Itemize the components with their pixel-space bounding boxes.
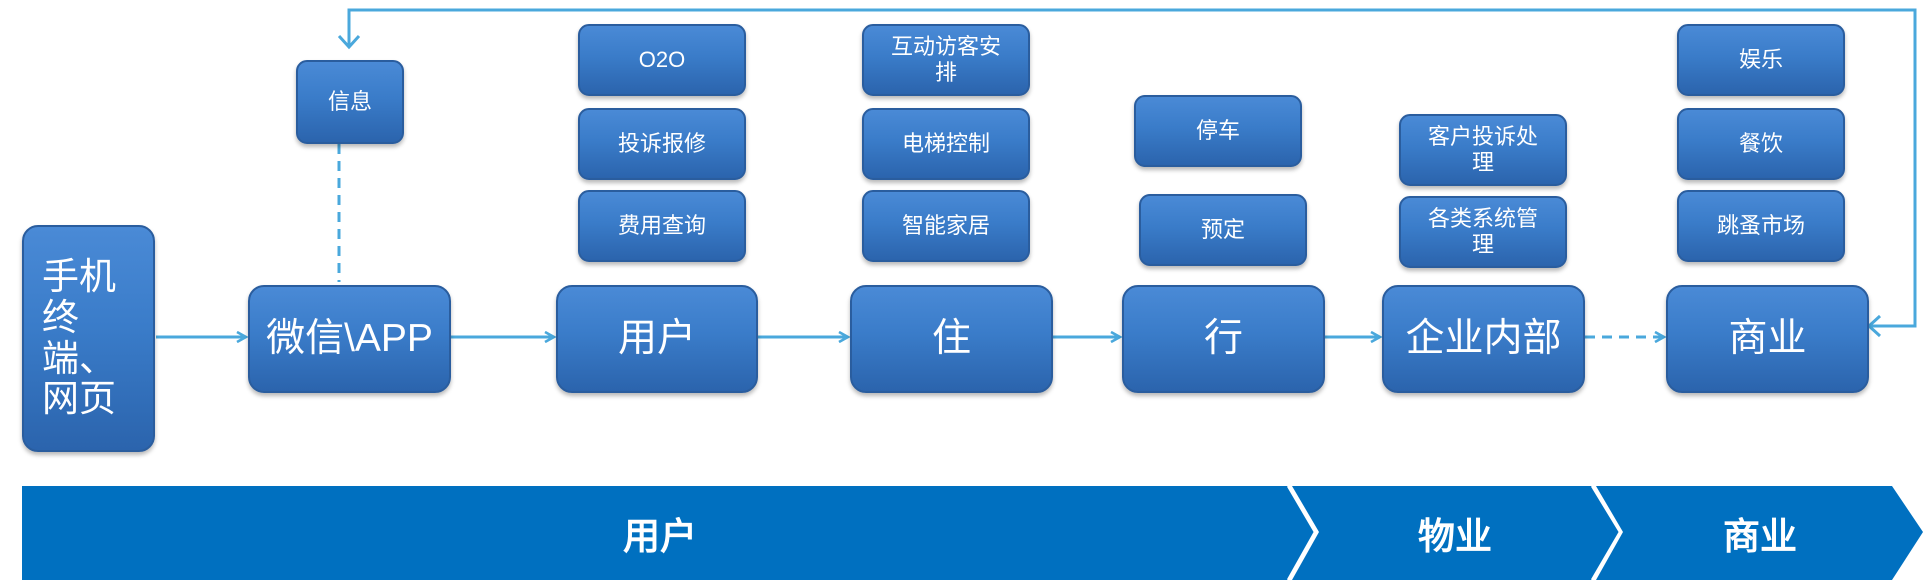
smart-home-box[interactable]: 智能家居 — [862, 190, 1030, 262]
elevator-control-box[interactable]: 电梯控制 — [862, 108, 1030, 180]
feedback-loop-head-top — [337, 34, 361, 50]
o2o-box[interactable]: O2O — [578, 24, 746, 96]
flea-market-box[interactable]: 跳蚤市场 — [1677, 190, 1845, 262]
complaint-repair-box[interactable]: 投诉报修 — [578, 108, 746, 180]
visitor-arrangement-box[interactable]: 互动访客安 排 — [862, 24, 1030, 96]
user-box[interactable]: 用户 — [556, 285, 758, 393]
live-box[interactable]: 住 — [850, 285, 1053, 393]
feedback-loop-arrow — [347, 8, 1917, 328]
band-label-property: 物业 — [1418, 516, 1492, 557]
reservation-box[interactable]: 预定 — [1139, 194, 1307, 266]
customer-complaint-box[interactable]: 客户投诉处 理 — [1399, 114, 1567, 186]
system-management-box[interactable]: 各类系统管 理 — [1399, 196, 1567, 268]
dining-box[interactable]: 餐饮 — [1677, 108, 1845, 180]
band-property — [1292, 486, 1620, 580]
info-box[interactable]: 信息 — [296, 60, 404, 144]
band-label-commerce: 商业 — [1723, 516, 1797, 557]
commerce-box[interactable]: 商业 — [1666, 285, 1869, 393]
band-label-user: 用户 — [623, 516, 697, 557]
enterprise-box[interactable]: 企业内部 — [1382, 285, 1585, 393]
fee-query-box[interactable]: 费用查询 — [578, 190, 746, 262]
wechat-app-box[interactable]: 微信\APP — [248, 285, 451, 393]
terminal-box[interactable]: 手机 终端、 网页 — [22, 225, 155, 452]
parking-box[interactable]: 停车 — [1134, 95, 1302, 167]
band-commerce — [1596, 486, 1923, 580]
travel-box[interactable]: 行 — [1122, 285, 1325, 393]
entertainment-box[interactable]: 娱乐 — [1677, 24, 1845, 96]
band-user — [22, 486, 1315, 580]
feedback-loop-head-right — [1866, 314, 1882, 338]
